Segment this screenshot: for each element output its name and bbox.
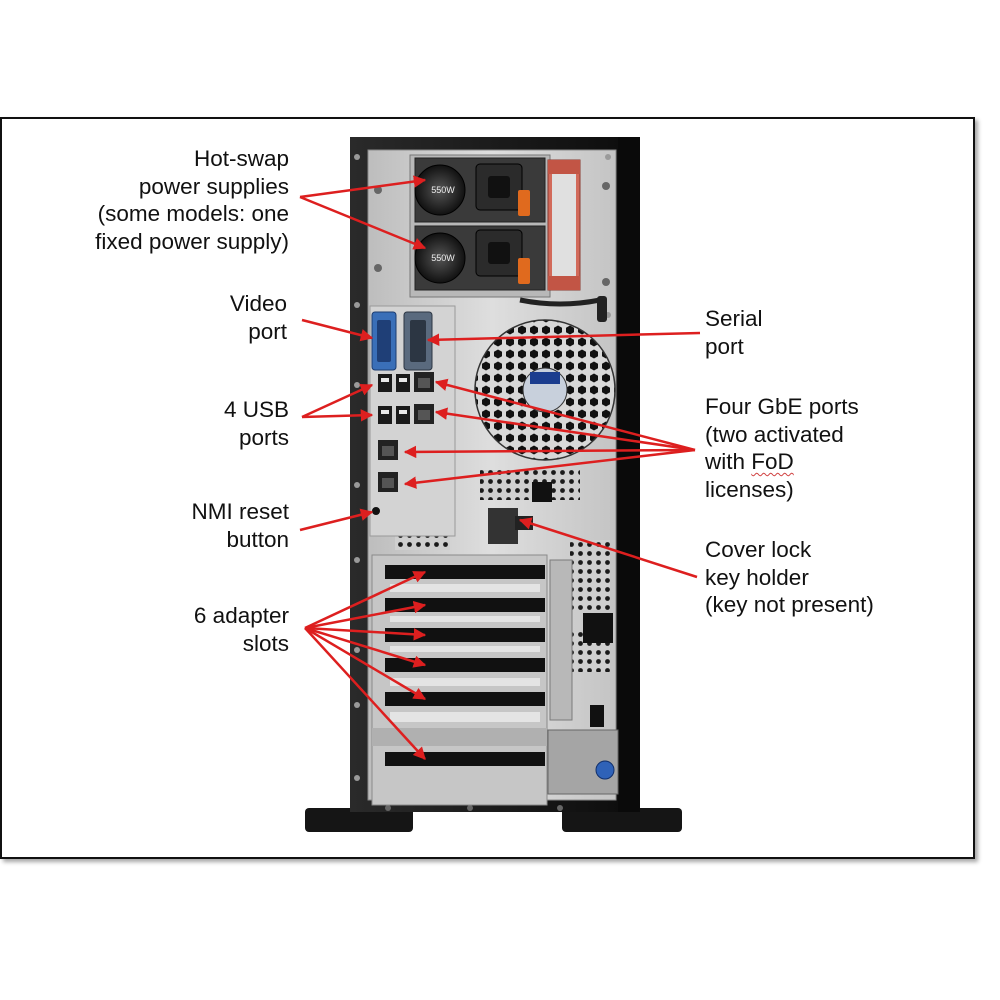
callout-line: slots: [242, 630, 289, 656]
callout-usb-ports: 4 USB ports: [224, 396, 289, 451]
video-port-connector: [371, 311, 397, 371]
callout-line: NMI reset: [191, 499, 289, 524]
callout-nmi-reset: NMI reset button: [191, 498, 289, 553]
adapter-slot-cage: [371, 554, 548, 806]
callout-serial-port: Serial port: [705, 305, 763, 360]
callout-line: (key not present): [705, 592, 874, 617]
callout-line: button: [226, 526, 289, 552]
arrow-psu-top: [299, 175, 427, 199]
callout-line: (some models: one: [97, 201, 289, 226]
arrow-gbe-1: [434, 378, 696, 452]
arrow-video: [301, 318, 374, 342]
callout-line: Cover lock: [705, 537, 812, 562]
callout-line: 6 adapter: [193, 603, 289, 628]
callout-video-port: Video port: [230, 290, 287, 345]
callout-line: 4 USB: [223, 397, 289, 422]
callout-line: port: [705, 333, 744, 359]
arrow-slot-4: [304, 626, 427, 668]
callout-line: Video: [229, 291, 287, 316]
io-panel: [369, 305, 456, 537]
arrow-slot-3: [304, 626, 427, 641]
callout-line: Hot-swap: [193, 146, 289, 171]
arrow-gbe-2: [434, 407, 696, 452]
side-latches: [547, 559, 619, 795]
callout-line: with FoD: [705, 448, 859, 476]
callout-gbe-ports: Four GbE ports (two activated with FoD l…: [705, 393, 859, 503]
nmi-button-hole: [372, 507, 380, 515]
power-supply-bay: 550W 550W: [409, 154, 607, 322]
callout-adapter-slots: 6 adapter slots: [194, 602, 289, 657]
arrow-gbe-3: [403, 445, 696, 459]
callout-line: ports: [238, 424, 289, 450]
callout-line: Four GbE ports: [705, 394, 859, 419]
psu-bottom-rating: 550W: [431, 253, 455, 263]
gbe-connectors: [378, 372, 434, 492]
callout-line: fixed power supply): [95, 228, 289, 254]
arrow-slot-6: [304, 627, 426, 760]
callout-line: power supplies: [138, 173, 289, 199]
serial-port-connector: [403, 311, 433, 371]
callout-line: port: [248, 318, 287, 344]
psu-top-rating: 550W: [431, 185, 455, 195]
arrow-psu-bottom: [299, 195, 427, 250]
callout-fragment: with: [705, 449, 752, 474]
callout-fragment-fod: FoD: [751, 449, 794, 474]
arrow-slot-2: [304, 600, 427, 630]
fan-grille: [395, 319, 616, 672]
arrow-cover-lock: [518, 517, 698, 579]
arrow-usb-bottom: [301, 409, 374, 422]
callout-power-supplies: Hot-swap power supplies (some models: on…: [95, 145, 289, 255]
callout-line: Serial: [705, 306, 763, 331]
arrow-gbe-4: [403, 448, 696, 489]
callout-line: key holder: [705, 564, 809, 590]
arrow-slot-5: [304, 626, 427, 701]
arrow-slot-1: [304, 570, 427, 630]
callout-cover-lock: Cover lock key holder (key not present): [705, 536, 874, 619]
callout-line: (two activated: [705, 421, 844, 447]
arrow-usb-top: [301, 383, 374, 419]
arrow-serial: [426, 331, 701, 346]
arrow-nmi: [299, 508, 374, 532]
callout-line: licenses): [705, 476, 794, 502]
callout-arrows: [299, 175, 701, 760]
